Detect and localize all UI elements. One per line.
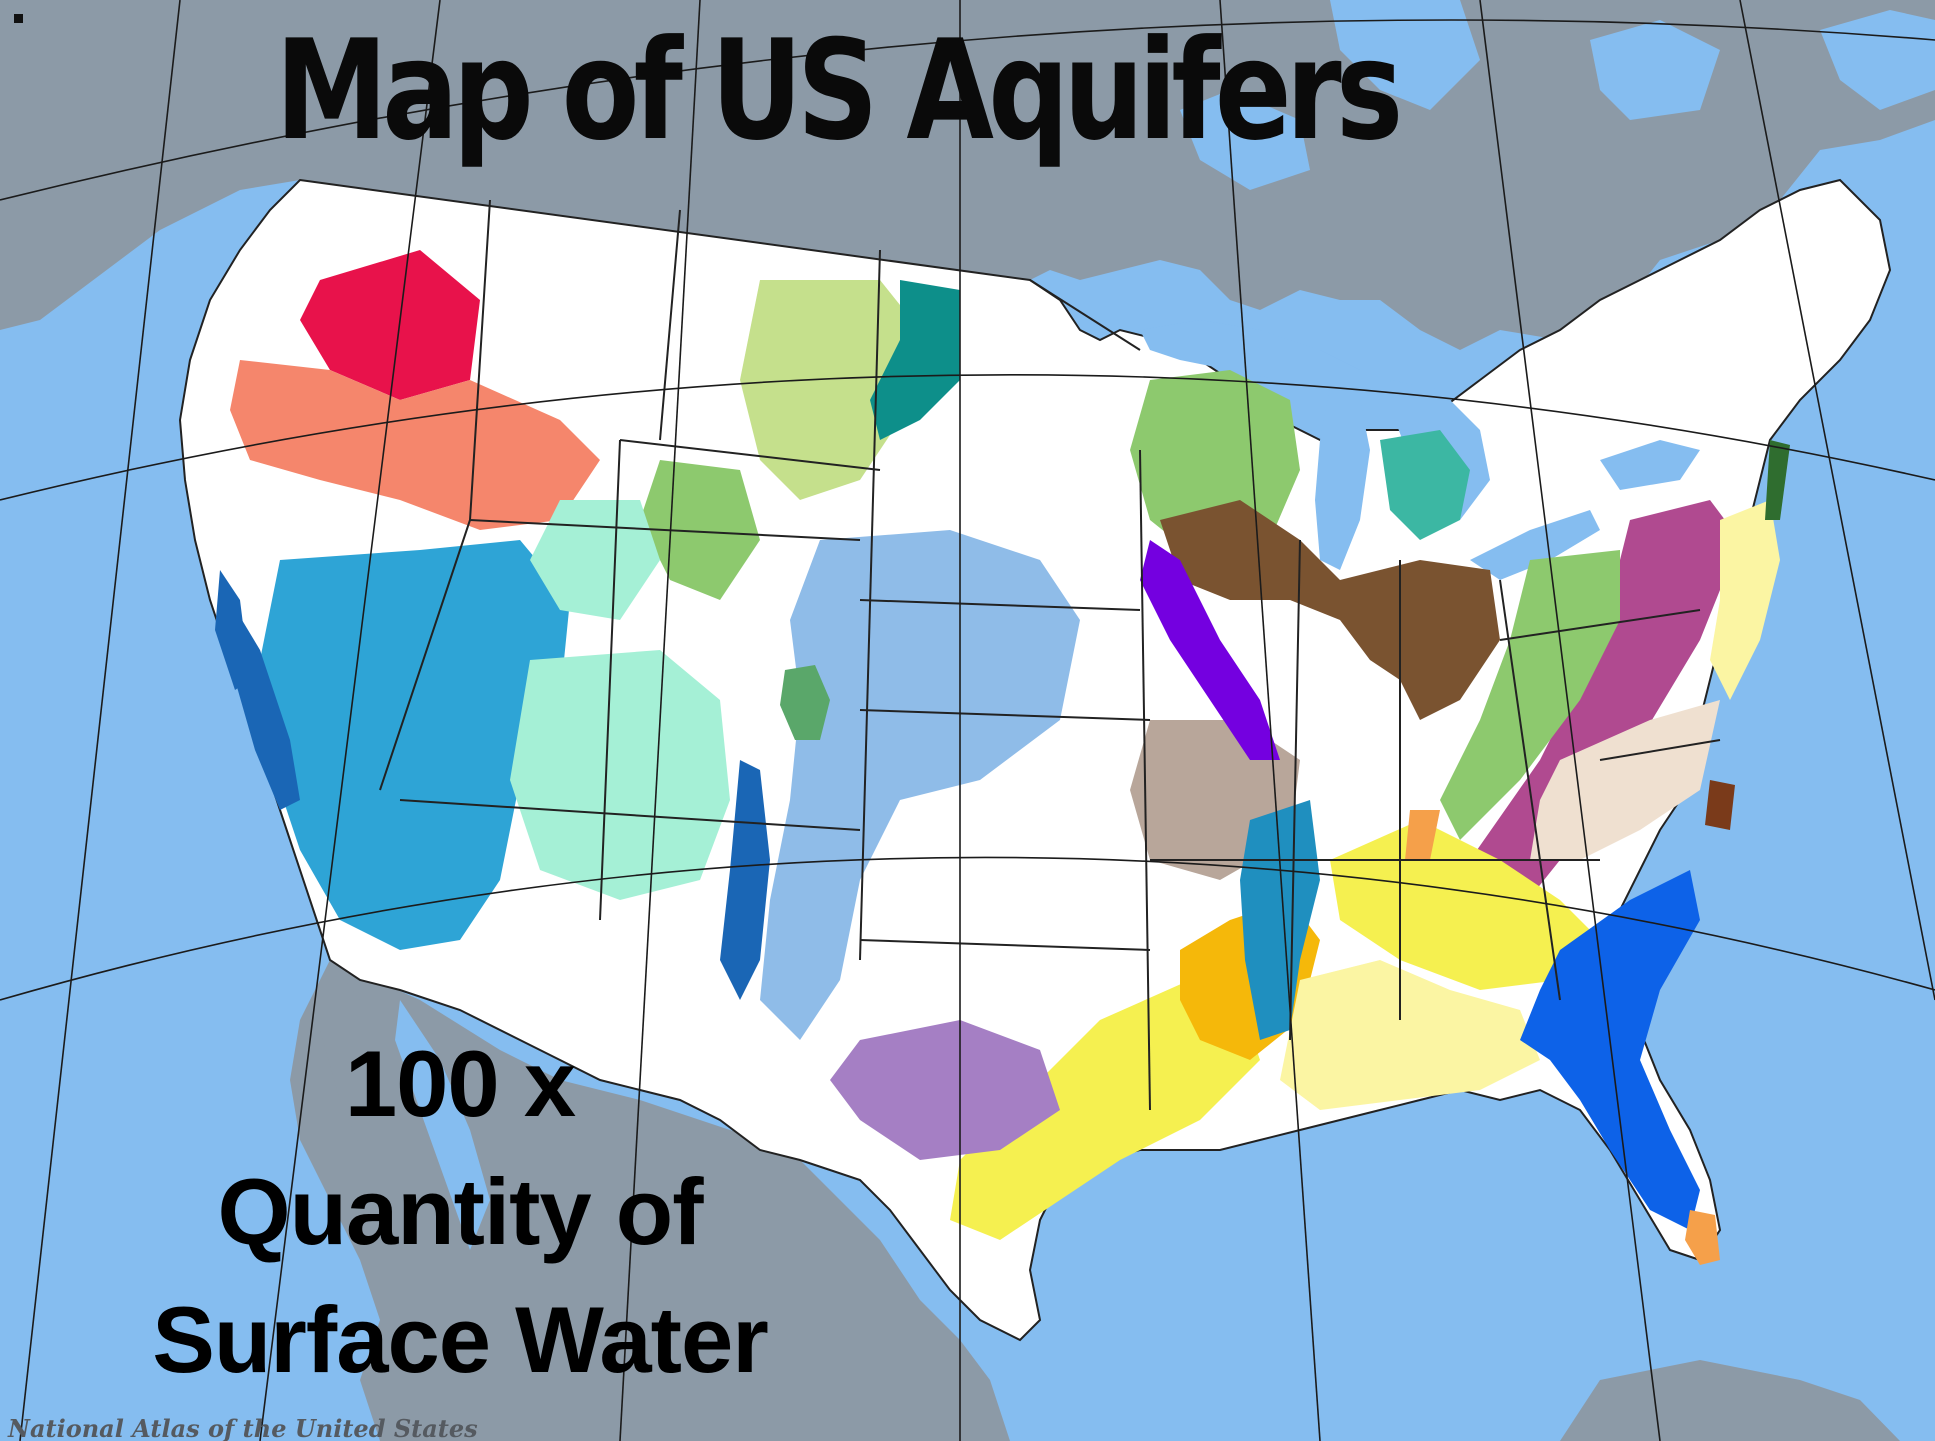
aquifer-atlantic-dark-brown <box>1705 780 1735 830</box>
aquifer-montana-teal <box>870 280 960 440</box>
aquifer-central-valley <box>230 600 300 810</box>
aquifer-new-england-dark <box>1765 440 1790 520</box>
aquifer-west-coast-basin <box>215 570 250 690</box>
lake-erie <box>1470 510 1600 580</box>
aquifer-edwards-trinity <box>830 1020 1060 1160</box>
corner-marker <box>14 14 23 23</box>
aquifer-biscayne <box>1685 1210 1720 1265</box>
mexico-land <box>290 960 1010 1441</box>
baja-california <box>320 960 470 1300</box>
map-caption: 100 x Quantity of Surface Water <box>60 1020 860 1404</box>
aquifer-mississippian-purple <box>1140 540 1280 760</box>
lake-michigan <box>1315 390 1370 570</box>
aquifer-colorado-plateau <box>510 650 730 900</box>
aquifer-rio-grande <box>720 760 770 1000</box>
caption-line-1: 100 x <box>344 1031 576 1136</box>
caption-line-2: Quantity of <box>217 1159 703 1264</box>
aquifer-north-atlantic-coastal <box>1710 500 1780 700</box>
lake-ontario <box>1600 440 1700 490</box>
map-title: Map of US Aquifers <box>275 10 1403 171</box>
aquifer-basin-range <box>260 540 570 950</box>
aquifer-floridan <box>1520 870 1700 1230</box>
aquifer-denver-basin <box>780 665 830 740</box>
aquifer-michigan-basin <box>1380 430 1470 540</box>
aquifer-appalachian-plateaus <box>1440 550 1620 840</box>
aquifer-wyoming-sandstone <box>640 460 760 600</box>
aquifer-mint-plateau <box>530 500 660 620</box>
aquifer-gulf-coast-pale <box>1280 960 1540 1110</box>
aquifer-snake-river <box>230 360 600 530</box>
aquifer-cambrian-ordovician <box>1160 500 1500 720</box>
aquifer-columbia-plateau <box>300 250 480 400</box>
caption-line-3: Surface Water <box>152 1287 769 1392</box>
aquifer-texas-gulf-yellow <box>950 980 1260 1240</box>
source-credit: National Atlas of the United States <box>8 1414 478 1441</box>
gulf-of-california <box>395 1000 490 1250</box>
canada-lake <box>1180 90 1310 190</box>
aquifer-southeastern-coastal <box>1330 820 1600 990</box>
aquifer-piedmont <box>1530 700 1720 860</box>
state-borders <box>379 199 1721 1111</box>
cuba <box>1560 1360 1900 1441</box>
canada-inlet <box>1820 10 1935 110</box>
aquifer-kentucky-orange <box>1405 810 1440 860</box>
hudson-bay <box>1330 0 1480 110</box>
aquifer-high-plains <box>760 530 1080 1040</box>
lake-superior <box>1140 320 1360 390</box>
canada-lake-2 <box>1590 20 1720 120</box>
